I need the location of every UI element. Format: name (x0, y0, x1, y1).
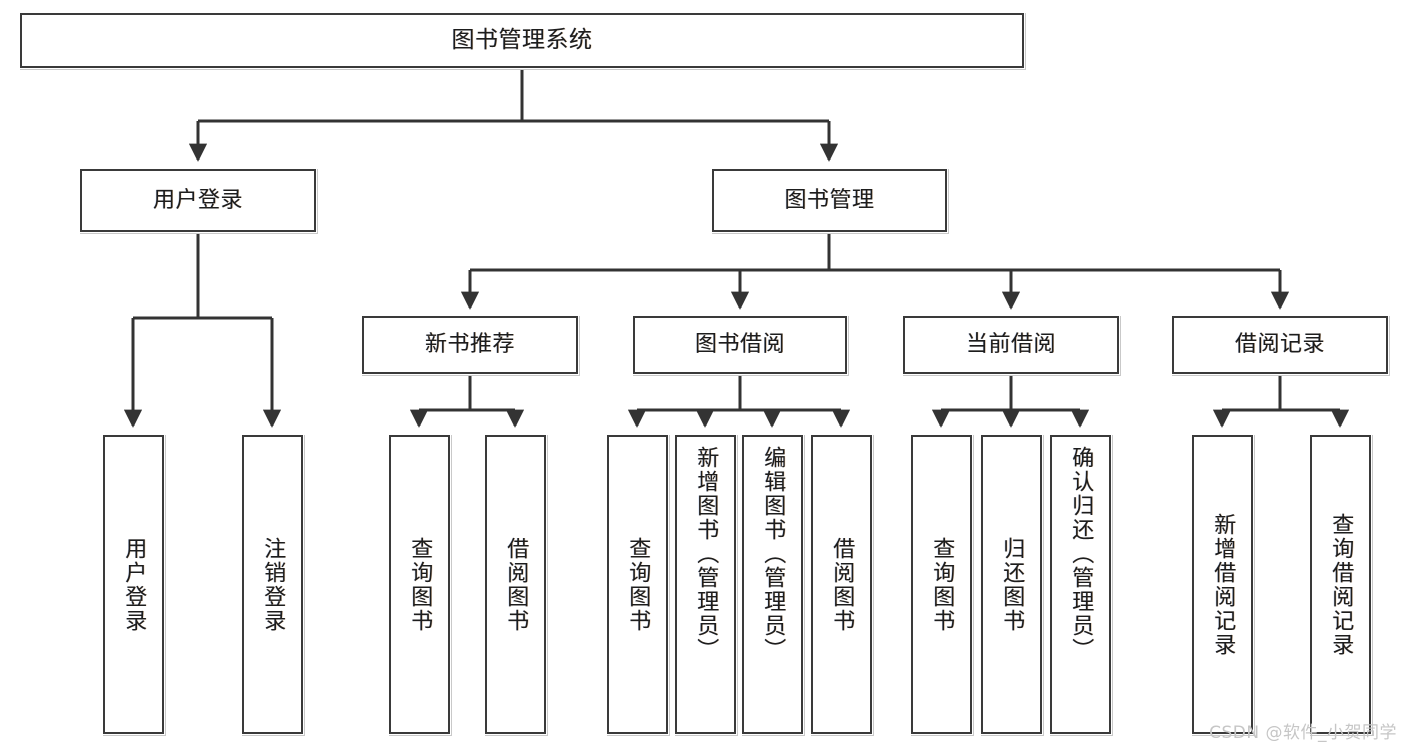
node-label: 借阅记录 (1234, 332, 1325, 357)
node-label: 用户登录 (152, 187, 243, 213)
node-book-manage[interactable]: 图书管理 (712, 169, 947, 232)
node-leaf-query-record[interactable]: 查询借阅记录 (1310, 435, 1371, 734)
node-label: 确认归还（管理员） (1068, 446, 1094, 662)
node-label: 归还图书 (999, 536, 1025, 633)
node-label: 图书管理 (784, 187, 875, 213)
node-label: 注销登录 (260, 536, 286, 633)
node-label: 编辑图书（管理员） (760, 446, 786, 662)
node-book-borrow[interactable]: 图书借阅 (633, 316, 847, 374)
node-leaf-return-book[interactable]: 归还图书 (981, 435, 1042, 734)
node-label: 新增借阅记录 (1210, 512, 1236, 657)
node-label: 查询图书 (407, 536, 433, 633)
node-label: 查询图书 (625, 536, 651, 633)
node-leaf-query-book-1[interactable]: 查询图书 (389, 435, 450, 734)
node-leaf-add-book[interactable]: 新增图书（管理员） (675, 435, 736, 734)
node-leaf-user-login[interactable]: 用户登录 (103, 435, 164, 734)
node-label: 新书推荐 (424, 332, 515, 357)
node-borrow-record[interactable]: 借阅记录 (1172, 316, 1388, 374)
node-label: 当前借阅 (965, 332, 1056, 357)
node-label: 图书管理系统 (451, 27, 593, 53)
node-leaf-add-record[interactable]: 新增借阅记录 (1192, 435, 1253, 734)
node-user-login[interactable]: 用户登录 (80, 169, 316, 232)
node-leaf-query-book-2[interactable]: 查询图书 (607, 435, 668, 734)
node-leaf-borrow-book-2[interactable]: 借阅图书 (811, 435, 872, 734)
node-label: 查询图书 (929, 536, 955, 633)
node-root-system[interactable]: 图书管理系统 (20, 13, 1024, 68)
node-leaf-confirm-return[interactable]: 确认归还（管理员） (1050, 435, 1111, 734)
watermark: CSDN @软件_小贺同学 (1209, 723, 1397, 743)
node-leaf-borrow-book-1[interactable]: 借阅图书 (485, 435, 546, 734)
node-label: 图书借阅 (694, 332, 785, 357)
node-label: 查询借阅记录 (1328, 512, 1354, 657)
node-leaf-edit-book[interactable]: 编辑图书（管理员） (742, 435, 803, 734)
node-label: 借阅图书 (503, 536, 529, 633)
node-label: 借阅图书 (829, 536, 855, 633)
node-label: 用户登录 (121, 536, 147, 633)
node-leaf-query-book-3[interactable]: 查询图书 (911, 435, 972, 734)
node-new-book-recommend[interactable]: 新书推荐 (362, 316, 578, 374)
node-label: 新增图书（管理员） (693, 446, 719, 662)
node-leaf-logout-login[interactable]: 注销登录 (242, 435, 303, 734)
node-current-borrow[interactable]: 当前借阅 (903, 316, 1119, 374)
